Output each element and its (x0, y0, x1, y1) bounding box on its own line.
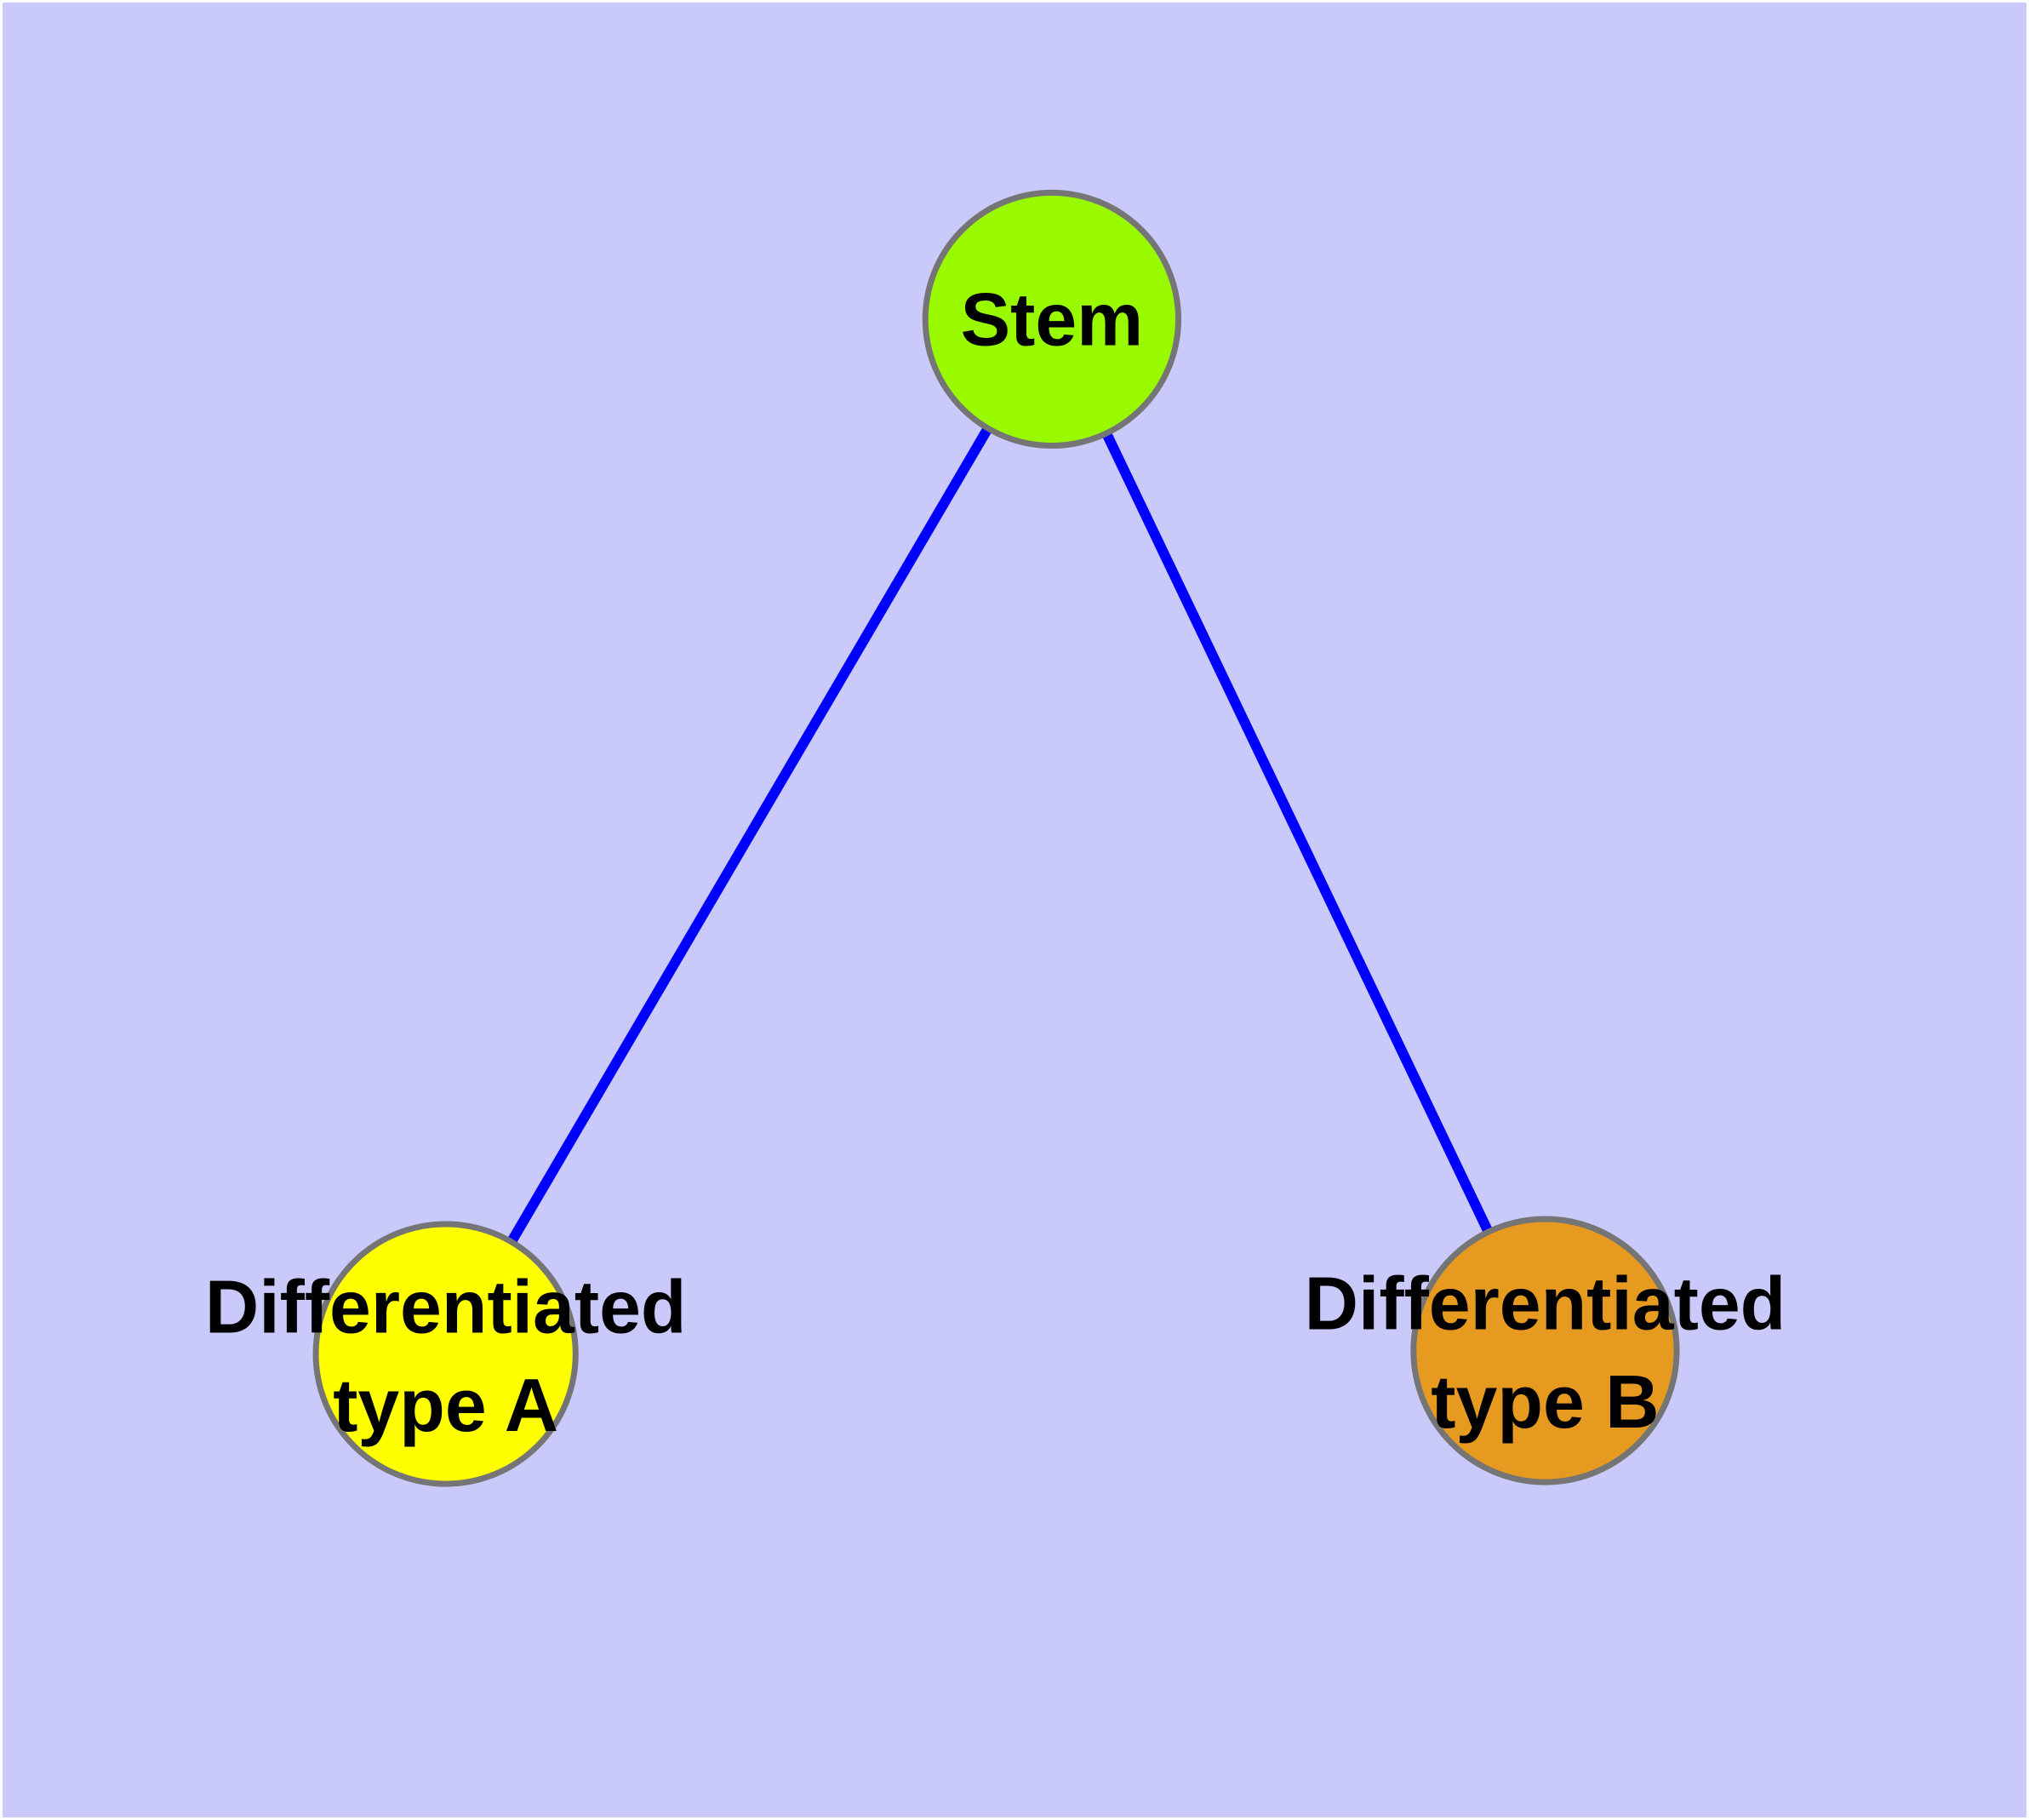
node-differentiated-type-a[interactable]: Differentiated type A (205, 1221, 687, 1487)
node-type-a-label-line1: Differentiated (205, 1265, 687, 1348)
node-stem[interactable]: Stem (922, 189, 1182, 449)
edge-stem-to-type-b (1047, 317, 1550, 1354)
node-differentiated-type-b[interactable]: Differentiated type B (1305, 1216, 1786, 1485)
node-type-b-label-line1: Differentiated (1305, 1262, 1786, 1345)
node-stem-label: Stem (961, 278, 1144, 362)
node-type-a-label-line2: type A (333, 1364, 558, 1447)
node-type-b-label-line2: type B (1431, 1360, 1659, 1444)
cell-differentiation-graph: Stem Differentiated type A Differentiate… (3, 3, 2026, 1817)
edge-stem-to-type-a (441, 316, 1057, 1357)
node-type-b-circle[interactable] (1410, 1216, 1680, 1485)
node-stem-circle[interactable] (922, 189, 1182, 449)
node-type-a-circle[interactable] (312, 1221, 579, 1487)
